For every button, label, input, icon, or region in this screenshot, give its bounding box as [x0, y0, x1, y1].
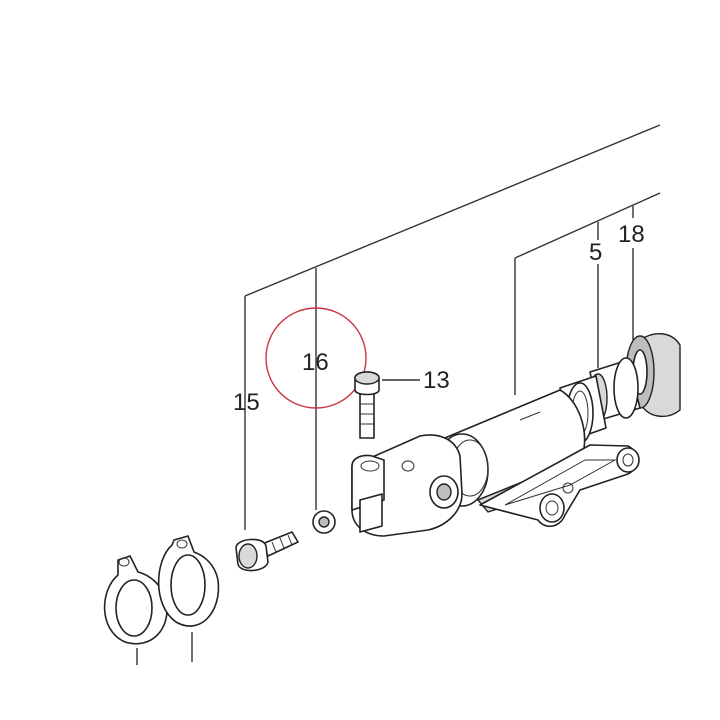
washer-16-part: [312, 510, 336, 534]
callout-labels: 15 16 13 5 18: [233, 221, 645, 416]
support-bracket-part: [479, 444, 640, 528]
callout-18[interactable]: 18: [618, 221, 645, 248]
bolt-13-part: [354, 371, 380, 439]
callout-15[interactable]: 15: [233, 389, 260, 416]
callout-5[interactable]: 5: [589, 239, 602, 266]
fitting-15-part: [235, 531, 299, 572]
hose-clamp-left: [103, 555, 168, 645]
clevis-fork-part: [351, 434, 463, 537]
highlight-circle: [265, 307, 367, 409]
callout-13[interactable]: 13: [423, 367, 450, 394]
callout-16[interactable]: 16: [302, 349, 329, 376]
hose-clamp-right: [157, 535, 220, 627]
